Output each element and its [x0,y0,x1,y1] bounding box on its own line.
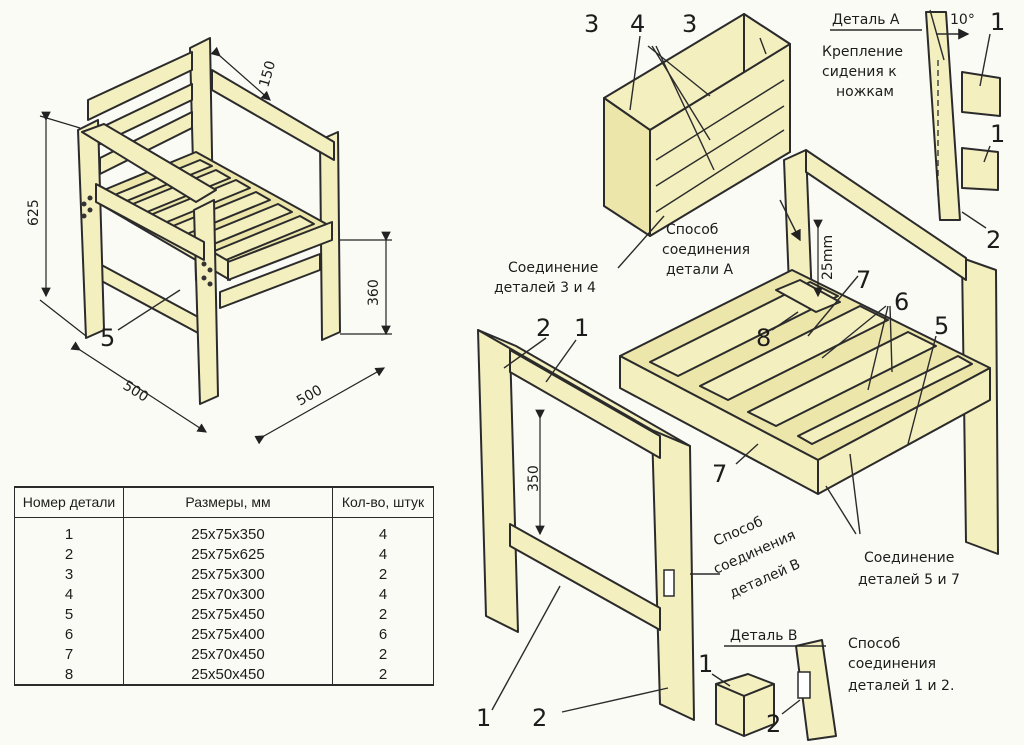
callout-seat-5: 5 [934,312,949,340]
cell-qty: 4 [332,517,434,544]
detail-b-title: Деталь В [730,628,798,644]
cell-qty: 2 [332,604,434,624]
cell-part: 5 [14,604,124,624]
cell-qty: 2 [332,664,434,686]
callout-detail-a-2: 2 [986,226,1001,254]
callout-seat-7-top: 7 [856,266,871,294]
cell-size: 25x75x400 [123,624,333,644]
cell-part: 7 [14,644,124,664]
connection-1-2-line1: Способ [848,636,900,652]
connection-1-2-line3: деталей 1 и 2. [848,678,954,694]
callout-seat-7-bottom: 7 [712,460,727,488]
dim-25mm: 25mm [820,235,836,280]
detail-a-line2: сидения к [822,64,897,80]
cell-qty: 2 [332,564,434,584]
dim-angle: 10° [950,12,975,28]
cell-size: 25x50x450 [123,664,333,686]
assembled-chair [39,37,392,445]
part-callouts: 5 3 4 3 2 1 7 8 6 5 7 1 2 1 1 2 1 2 [100,8,1005,738]
method-a-line3: детали А [666,262,734,278]
dim-150: 150 [256,59,279,89]
dim-360: 360 [366,279,382,306]
connection-5-7-line2: деталей 5 и 7 [858,572,960,588]
callout-detail-a-1b: 1 [990,120,1005,148]
cell-part: 8 [14,664,124,686]
cell-qty: 4 [332,584,434,604]
cell-size: 25x75x350 [123,517,333,544]
dim-350: 350 [526,465,542,492]
connection-5-7-line1: Соединение [864,550,954,566]
method-a-line1: Способ [666,222,718,238]
callout-back-4: 4 [630,10,645,38]
cell-size: 25x75x300 [123,564,333,584]
callout-back-3a: 3 [584,10,599,38]
annotation-notes: Деталь А Крепление сидения к ножкам Соед… [494,12,960,694]
cell-qty: 2 [332,644,434,664]
callout-detail-a-1a: 1 [990,8,1005,36]
cell-part: 1 [14,517,124,544]
header-dimensions: Размеры, мм [123,486,333,518]
callout-detail-b-2: 2 [766,710,781,738]
cell-part: 3 [14,564,124,584]
detail-a-title: Деталь А [832,12,900,28]
cell-size: 25x70x450 [123,644,333,664]
cell-qty: 6 [332,624,434,644]
table-header-row: Номер детали Размеры, мм Кол-во, штук [14,486,434,518]
cell-size: 25x75x625 [123,544,333,564]
callout-seat-6: 6 [894,288,909,316]
cell-part: 2 [14,544,124,564]
cell-qty: 4 [332,544,434,564]
header-part-number: Номер детали [14,486,124,518]
callout-detail-b-1: 1 [698,650,713,678]
connection-3-4-line2: деталей 3 и 4 [494,280,596,296]
connection-3-4-line1: Соединение [508,260,598,276]
cell-size: 25x75x450 [123,604,333,624]
exploded-chair [477,9,1001,741]
method-a-line2: соединения [662,242,750,258]
callout-frame-2-bottom: 2 [532,704,547,732]
cell-part: 4 [14,584,124,604]
dim-500-side: 500 [294,382,325,409]
connection-1-2-line2: соединения [848,656,936,672]
dim-500-front: 500 [120,378,151,406]
header-quantity: Кол-во, штук [332,486,434,518]
callout-left-5: 5 [100,324,115,352]
detail-a-line1: Крепление [822,44,903,60]
cell-size: 25x70x300 [123,584,333,604]
cell-part: 6 [14,624,124,644]
callout-frame-1: 1 [574,314,589,342]
callout-frame-2: 2 [536,314,551,342]
dim-625: 625 [26,199,42,226]
callout-seat-8: 8 [756,324,771,352]
callout-frame-1-bottom: 1 [476,704,491,732]
detail-a-line3: ножкам [836,84,894,100]
callout-back-3b: 3 [682,10,697,38]
